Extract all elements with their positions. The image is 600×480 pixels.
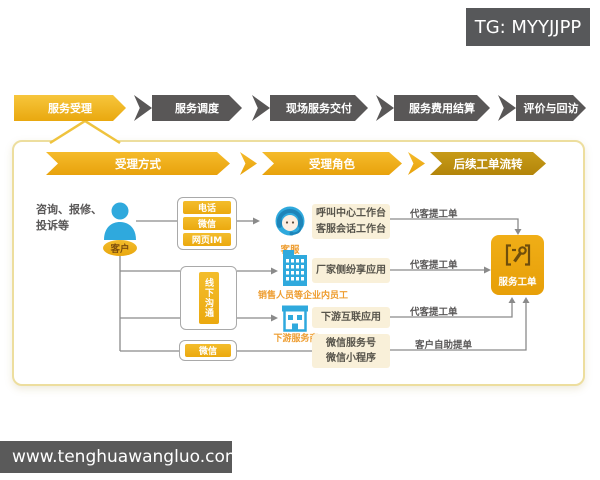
channel-wechat: 微信 bbox=[183, 217, 231, 230]
tg-badge: TG: MYYJJPP bbox=[466, 8, 590, 46]
app-box-downstream: 下游互联应用 bbox=[312, 307, 390, 328]
banner-followup-flow: 后续工单流转 bbox=[430, 152, 546, 175]
work-order-icon bbox=[503, 242, 533, 272]
app-box-call-center: 呼叫中心工作台 客服会话工作台 bbox=[312, 204, 390, 239]
note-line-1: 咨询、报修、 bbox=[36, 203, 102, 216]
app-cs-session-workbench: 客服会话工作台 bbox=[316, 223, 386, 235]
app-downstream-interconnect: 下游互联应用 bbox=[321, 311, 381, 323]
customer-label: 客户 bbox=[103, 240, 137, 256]
channel-wechat-bottom: 微信 bbox=[185, 344, 231, 357]
banner-accept-method: 受理方式 bbox=[46, 152, 230, 175]
tab-onsite-delivery: 现场服务交付 bbox=[270, 95, 368, 121]
tab-fee-settlement: 服务费用结算 bbox=[394, 95, 490, 121]
banner-accept-role: 受理角色 bbox=[262, 152, 402, 175]
ticket-label-agent-1: 代客提工单 bbox=[410, 209, 458, 220]
app-box-fxiaoke: 厂家侧纷享应用 bbox=[312, 258, 390, 283]
app-call-center-workbench: 呼叫中心工作台 bbox=[316, 208, 386, 219]
ticket-label-agent-2: 代客提工单 bbox=[410, 260, 458, 271]
channel-phone: 电话 bbox=[183, 201, 231, 214]
ticket-label-self-service: 客户自助提单 bbox=[415, 340, 473, 351]
tab-service-dispatch: 服务调度 bbox=[152, 95, 242, 121]
request-types-note: 咨询、报修、 投诉等 bbox=[36, 202, 118, 234]
customer-person-icon bbox=[102, 200, 138, 244]
channel-web-im: 网页IM bbox=[183, 233, 231, 246]
service-work-order-node: 服务工单 bbox=[491, 235, 544, 295]
storefront-building-icon bbox=[282, 304, 308, 336]
app-manufacturer-fxiaoke: 厂家侧纷享应用 bbox=[316, 264, 386, 276]
office-building-icon bbox=[280, 250, 310, 290]
app-box-wechat: 微信服务号 微信小程序 bbox=[312, 334, 390, 368]
customer-service-agent-icon bbox=[272, 203, 308, 243]
note-line-2: 投诉等 bbox=[36, 218, 69, 232]
online-channels-box: 电话 微信 网页IM bbox=[177, 197, 237, 250]
role-label-internal-staff: 销售人员等企业内员工 bbox=[258, 291, 349, 301]
offline-channel-box: 线下沟通 bbox=[180, 266, 237, 330]
wechat-channel-box: 微信 bbox=[179, 340, 237, 361]
app-wechat-mini-program: 微信小程序 bbox=[326, 353, 376, 364]
tab-service-acceptance: 服务受理 bbox=[14, 95, 126, 121]
footer-url-bar: www.tenghuawangluo.com bbox=[0, 441, 241, 473]
role-label-downstream-provider: 下游服务商 bbox=[273, 334, 319, 344]
app-wechat-service-account: 微信服务号 bbox=[326, 337, 376, 349]
ticket-label-agent-3: 代客提工单 bbox=[410, 307, 458, 318]
channel-offline: 线下沟通 bbox=[198, 272, 219, 324]
tab-review-revisit: 评价与回访 bbox=[516, 95, 586, 121]
work-order-label: 服务工单 bbox=[498, 277, 537, 288]
